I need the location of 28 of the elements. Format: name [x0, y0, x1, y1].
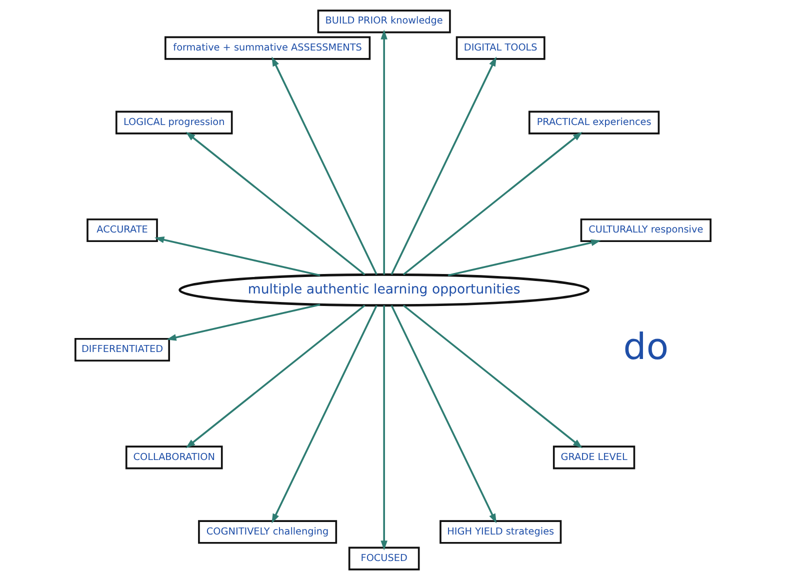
- arrow: [402, 304, 583, 448]
- arrow: [448, 239, 601, 276]
- node-box: PRACTICAL experiences: [528, 110, 660, 134]
- arrow: [402, 132, 583, 276]
- node-box: COLLABORATION: [125, 446, 223, 470]
- node-box: formative + summative ASSESSMENTS: [164, 36, 371, 60]
- node-box: ACCURATE: [86, 218, 158, 242]
- node-box: GRADE LEVEL: [552, 446, 636, 470]
- arrow: [390, 56, 496, 275]
- arrow: [390, 305, 496, 524]
- node-box: DIGITAL TOOLS: [456, 36, 546, 60]
- node-ellipse: multiple authentic learning opportunities: [178, 273, 590, 307]
- arrow: [154, 236, 320, 276]
- arrow: [380, 305, 388, 550]
- arrow: [272, 56, 378, 275]
- node-box: FOCUSED: [348, 546, 420, 570]
- node-box: BUILD PRIOR knowledge: [317, 10, 451, 34]
- node-box: LOGICAL progression: [115, 110, 233, 134]
- node-box: DIFFERENTIATED: [74, 338, 170, 362]
- arrow: [272, 305, 378, 524]
- arrow: [380, 30, 388, 275]
- label: do: [623, 324, 669, 368]
- node-box: CULTURALLY responsive: [580, 218, 712, 242]
- node-box: HIGH YIELD strategies: [440, 520, 562, 544]
- node-box: COGNITIVELY challenging: [198, 520, 338, 544]
- arrow: [186, 304, 366, 448]
- arrow: [166, 304, 320, 341]
- arrow: [186, 132, 366, 276]
